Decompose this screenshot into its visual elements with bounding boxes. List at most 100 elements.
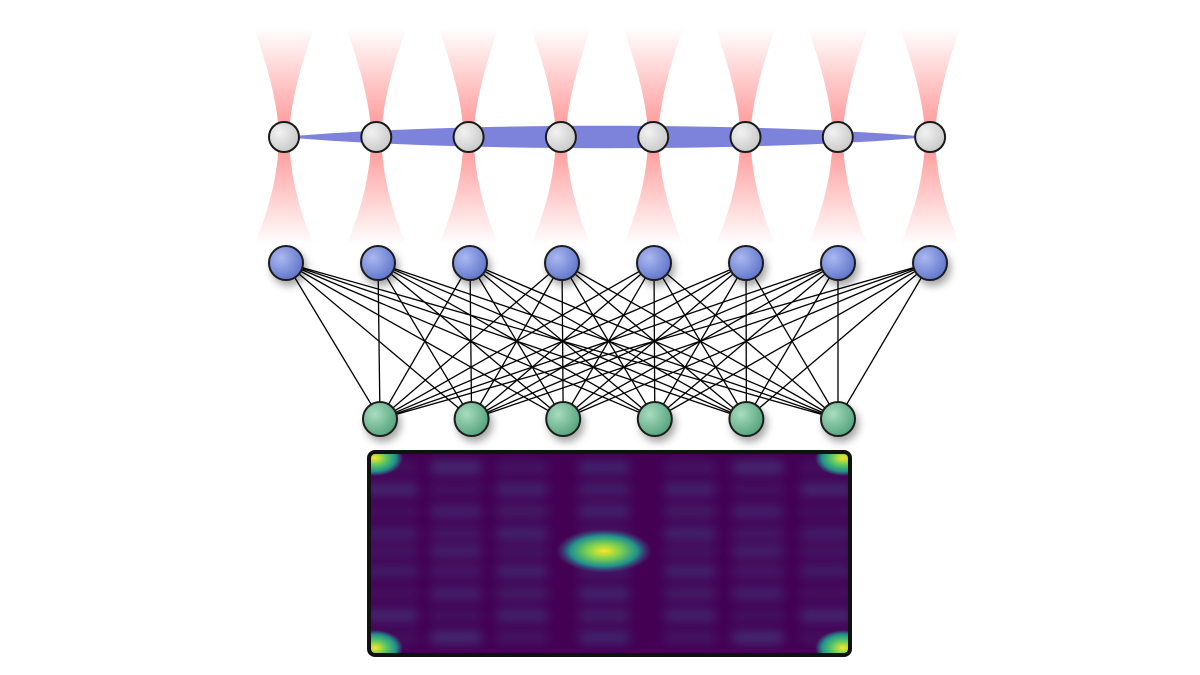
heatmap-cell bbox=[369, 505, 418, 518]
heatmap-cell bbox=[664, 461, 716, 474]
atom-node bbox=[452, 121, 485, 153]
heatmap-cell bbox=[800, 527, 850, 540]
heatmap-cell bbox=[800, 483, 850, 496]
heatmap-cell bbox=[430, 505, 482, 518]
rbm-edge bbox=[379, 262, 747, 420]
hidden-node bbox=[453, 401, 490, 437]
heatmap-cell bbox=[732, 565, 784, 578]
atom-node bbox=[821, 121, 854, 153]
rbm-edge bbox=[379, 262, 931, 420]
heatmap-cell bbox=[800, 505, 850, 518]
tweezer-beam-upper bbox=[438, 28, 499, 137]
heatmap-cell bbox=[369, 483, 418, 496]
visible-node bbox=[636, 245, 672, 281]
heatmap-cell bbox=[664, 565, 716, 578]
heatmap-cell bbox=[496, 631, 548, 644]
heatmap-cell bbox=[369, 545, 418, 558]
tweezer-beam-upper bbox=[254, 28, 314, 137]
heatmap-cell bbox=[496, 461, 548, 474]
heatmap-cell bbox=[732, 587, 784, 600]
tweezer-beams bbox=[254, 28, 961, 245]
rbm-edge bbox=[285, 262, 381, 420]
heatmap-cell bbox=[369, 527, 418, 540]
rbm-edge bbox=[379, 262, 839, 420]
hidden-layer bbox=[362, 401, 856, 437]
visible-node bbox=[360, 245, 396, 281]
heatmap-cell bbox=[664, 631, 716, 644]
heatmap-cell bbox=[430, 609, 482, 622]
heatmap-cell bbox=[369, 587, 418, 600]
heatmap-cell bbox=[430, 587, 482, 600]
rbm-edge bbox=[471, 262, 931, 420]
heatmap-cell bbox=[578, 505, 630, 518]
tweezer-beam-upper bbox=[807, 28, 868, 137]
heatmap-cell bbox=[369, 565, 418, 578]
rbm-edge bbox=[379, 262, 563, 420]
heatmap-cell bbox=[664, 545, 716, 558]
rbm-edge bbox=[379, 262, 655, 420]
atom-node bbox=[360, 121, 393, 153]
visible-node bbox=[820, 245, 856, 281]
heatmap-cell bbox=[496, 483, 548, 496]
visible-node bbox=[268, 245, 304, 281]
tweezer-beam-lower bbox=[530, 137, 591, 245]
heatmap-cell bbox=[430, 483, 482, 496]
heatmap-cell bbox=[496, 565, 548, 578]
heatmap-cell bbox=[578, 461, 630, 474]
rbm-edge bbox=[654, 262, 931, 420]
heatmap-cell bbox=[732, 545, 784, 558]
heatmap-cell bbox=[732, 461, 784, 474]
heatmap-cell bbox=[430, 527, 482, 540]
tweezer-beam-lower bbox=[623, 137, 684, 245]
tweezer-beam-upper bbox=[715, 28, 776, 137]
tweezer-beam-upper bbox=[530, 28, 591, 137]
heatmap-cell bbox=[800, 565, 850, 578]
tweezer-beam-lower bbox=[346, 137, 407, 245]
heatmap-cell bbox=[732, 609, 784, 622]
rbm-edge bbox=[562, 262, 931, 420]
heatmap-cell bbox=[496, 609, 548, 622]
visible-node bbox=[728, 245, 764, 281]
tweezer-beam-upper bbox=[346, 28, 407, 137]
atom-row bbox=[268, 121, 947, 153]
tweezer-beam-lower bbox=[900, 137, 961, 245]
entangling-beam bbox=[283, 125, 930, 149]
heatmap-cell bbox=[430, 545, 482, 558]
visible-node bbox=[452, 245, 488, 281]
tweezer-beam-lower bbox=[438, 137, 499, 245]
hidden-node bbox=[362, 401, 398, 437]
heatmap-cell bbox=[496, 527, 548, 540]
hidden-node bbox=[636, 401, 673, 437]
tweezer-beam-upper bbox=[900, 28, 961, 137]
tweezer-beam-lower bbox=[807, 137, 868, 245]
heatmap-cell bbox=[664, 527, 716, 540]
visible-layer bbox=[268, 245, 948, 281]
heatmap-cell bbox=[578, 587, 630, 600]
atom-node bbox=[637, 121, 670, 153]
heatmap-cell bbox=[732, 527, 784, 540]
heatmap-cell bbox=[430, 461, 482, 474]
rbm-edge bbox=[377, 262, 381, 420]
hidden-node bbox=[545, 401, 582, 437]
atom-node bbox=[544, 121, 577, 153]
atom-node bbox=[729, 121, 762, 153]
heatmap-cell bbox=[496, 505, 548, 518]
heatmap-cell bbox=[664, 609, 716, 622]
hidden-node bbox=[728, 401, 765, 437]
heatmap-cell bbox=[664, 483, 716, 496]
tweezer-beam-lower bbox=[254, 137, 314, 245]
heatmap-cell bbox=[578, 631, 630, 644]
heatmap-cell bbox=[430, 565, 482, 578]
heatmap-cell bbox=[664, 587, 716, 600]
tweezer-beam-lower bbox=[715, 137, 776, 245]
heatmap-cell bbox=[800, 587, 850, 600]
visible-node bbox=[544, 245, 580, 281]
heatmap-cell bbox=[430, 631, 482, 644]
heatmap-cell bbox=[800, 609, 850, 622]
probability-heatmap bbox=[367, 450, 852, 657]
heatmap-cell bbox=[800, 545, 850, 558]
heatmap-cell bbox=[732, 483, 784, 496]
visible-node bbox=[912, 245, 948, 281]
